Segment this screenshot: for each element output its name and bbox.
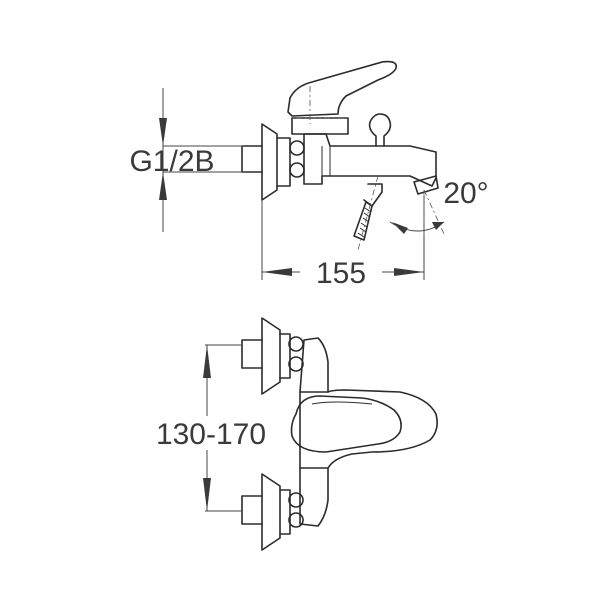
arrow-thread-top: [159, 118, 167, 146]
arrow-155-right: [394, 268, 424, 276]
lower-nut: [279, 489, 291, 535]
lever-handle: [287, 60, 398, 117]
nut-circle-top: [289, 140, 305, 156]
lower-flange: [261, 473, 281, 551]
mixer-body-main: [299, 389, 438, 469]
arrow-angle-left: [392, 222, 408, 234]
arrow-spacing-top: [203, 345, 211, 378]
lower-inlet-pipe: [241, 495, 263, 525]
upper-inlet-pipe: [241, 339, 263, 369]
side-view: 155 G1/2B 20°: [129, 60, 489, 290]
label-bg-155: [300, 252, 382, 286]
upper-nut-circle-1: [288, 336, 304, 352]
arrow-155-left: [262, 268, 292, 276]
upper-flange: [261, 317, 281, 395]
arrow-spacing-bottom: [203, 478, 211, 511]
inlet-pipe: [241, 145, 263, 173]
lower-nut-circle-2: [288, 512, 304, 528]
mixer-body: [303, 133, 437, 187]
lever-front: [290, 395, 402, 453]
upper-nut: [279, 333, 291, 379]
spout-outlet: [413, 175, 439, 195]
lever-highlight: [311, 401, 373, 405]
lower-nut-circle-1: [288, 492, 304, 508]
front-view: 130-170: [150, 317, 438, 551]
mixer-body-lower: [299, 467, 329, 527]
hose-coils: [357, 207, 372, 238]
spout-axis-angled: [423, 189, 445, 235]
wall-flange: [261, 123, 278, 201]
arrow-thread-bottom: [159, 172, 167, 200]
label-bg-spacing: [150, 416, 274, 450]
eccentric-nut: [276, 137, 291, 187]
spacing-dimension-label: 130-170: [156, 418, 266, 451]
arrow-angle-right: [432, 222, 444, 230]
angle-label: 20°: [443, 177, 488, 210]
thread-size-label: G1/2B: [129, 145, 214, 178]
upper-nut-circle-2: [288, 356, 304, 372]
diverter-knob: [368, 113, 392, 147]
nut-circle-bottom: [289, 162, 305, 178]
hose-centerline: [357, 175, 379, 251]
cartridge-housing: [291, 117, 349, 135]
projection-dimension-label: 155: [316, 257, 366, 290]
mixer-body-front: [299, 337, 329, 393]
